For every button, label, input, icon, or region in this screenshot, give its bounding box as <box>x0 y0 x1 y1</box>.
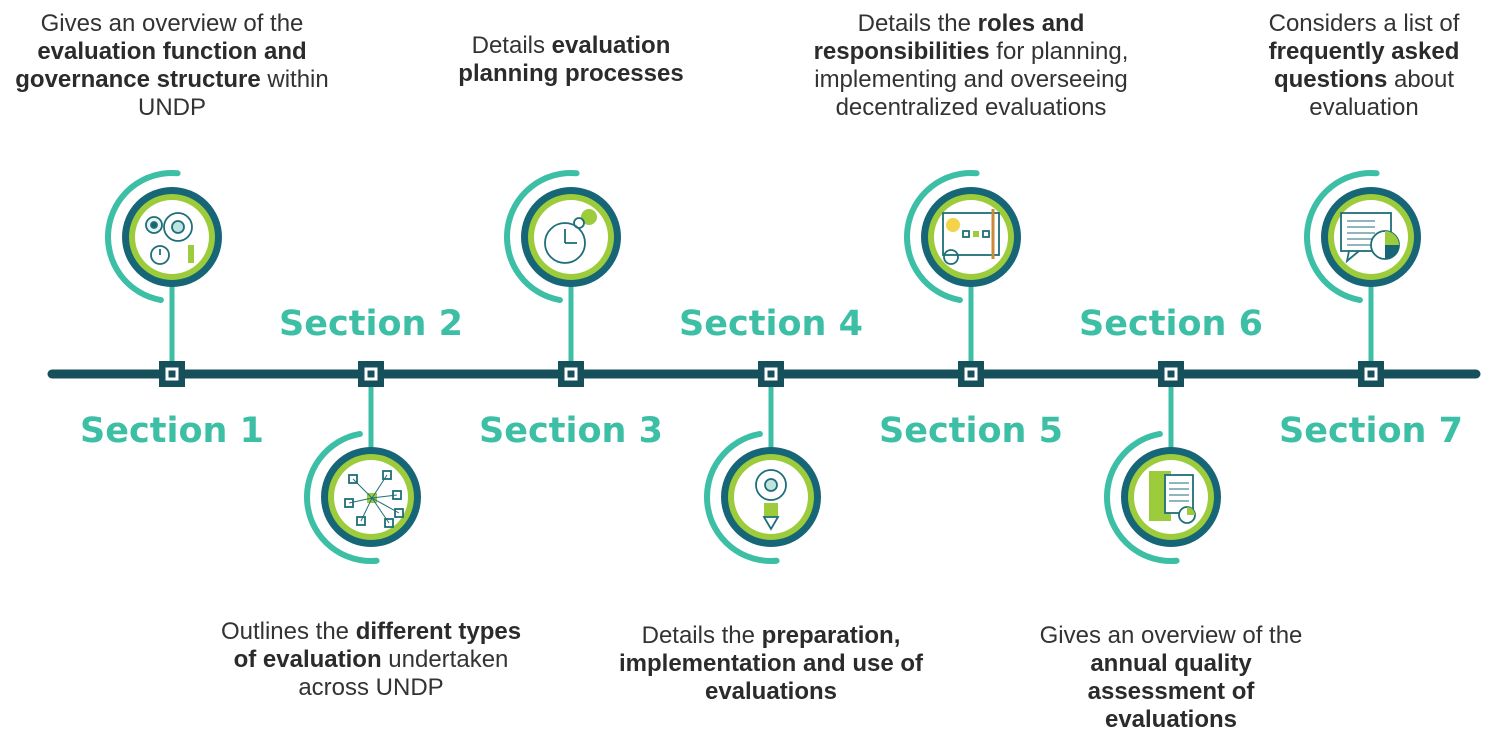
section-6-description: Gives an overview of the annual quality … <box>1021 622 1321 734</box>
gear-pencil-icon <box>755 469 787 531</box>
section-2-description: Outlines the different types of evaluati… <box>211 618 531 702</box>
description-text: about evaluation <box>1309 66 1455 121</box>
section-5-label: Section 5 <box>879 411 1063 451</box>
section-7-label: Section 7 <box>1279 411 1463 451</box>
description-highlight: evaluation function and governance struc… <box>15 38 307 93</box>
section-4-outer-arc <box>704 430 780 564</box>
section-4-label: Section 4 <box>679 304 863 344</box>
description-text: Gives an overview of the <box>40 10 304 37</box>
section-1-label: Section 1 <box>80 411 264 451</box>
description-text: within UNDP <box>137 66 329 121</box>
section-7-node <box>1304 170 1421 387</box>
section-7-outer-arc <box>1304 170 1380 304</box>
description-highlight: frequently asked questions <box>1268 38 1460 93</box>
section-5-node <box>904 170 1021 387</box>
section-6-label: Section 6 <box>1079 304 1263 344</box>
section-2-label: Section 2 <box>279 304 463 344</box>
description-text: Outlines the <box>220 618 356 645</box>
description-text: Details the <box>857 10 978 37</box>
section-1-node <box>105 170 222 387</box>
section-3-label: Section 3 <box>479 411 663 451</box>
network-cube-icon <box>344 470 404 528</box>
section-2-node <box>304 361 421 564</box>
description-text: for planning, implementing and overseein… <box>814 38 1129 121</box>
section-3-description: Details evaluation planning processes <box>421 32 721 88</box>
description-text: Gives an overview of the <box>1039 622 1303 649</box>
description-text: Considers a list of <box>1268 10 1460 37</box>
section-1-description: Gives an overview of the evaluation func… <box>2 10 342 122</box>
description-text: undertaken across UNDP <box>298 646 509 701</box>
section-6-node <box>1104 361 1221 564</box>
description-text: Details the <box>641 622 762 649</box>
description-highlight: evaluation planning processes <box>458 32 684 87</box>
section-3-outer-arc <box>504 170 580 304</box>
section-5-description: Details the roles and responsibilities f… <box>806 10 1136 122</box>
section-4-description: Details the preparation, implementation … <box>606 622 936 706</box>
section-7-description: Considers a list of frequently asked que… <box>1224 10 1504 122</box>
speech-bubble-pie-chart-icon <box>1340 212 1400 264</box>
report-folder-chart-icon <box>1149 471 1196 524</box>
description-text: Details <box>471 32 552 59</box>
section-1-outer-arc <box>105 170 181 304</box>
section-5-outer-arc <box>904 170 980 304</box>
blueprint-lightbulb-icon <box>942 209 1000 265</box>
magnifier-gear-stopwatch-icon <box>145 212 194 265</box>
section-4-node <box>704 361 821 564</box>
description-highlight: annual quality assessment of evaluations <box>1087 650 1255 733</box>
section-6-outer-arc <box>1104 430 1180 564</box>
description-highlight: roles and responsibilities <box>813 10 1085 65</box>
clock-gears-icon <box>544 209 597 264</box>
section-2-outer-arc <box>304 430 380 564</box>
description-highlight: different types of evaluation <box>233 618 522 673</box>
section-3-node <box>504 170 621 387</box>
description-highlight: preparation, implementation and use of e… <box>618 622 924 705</box>
